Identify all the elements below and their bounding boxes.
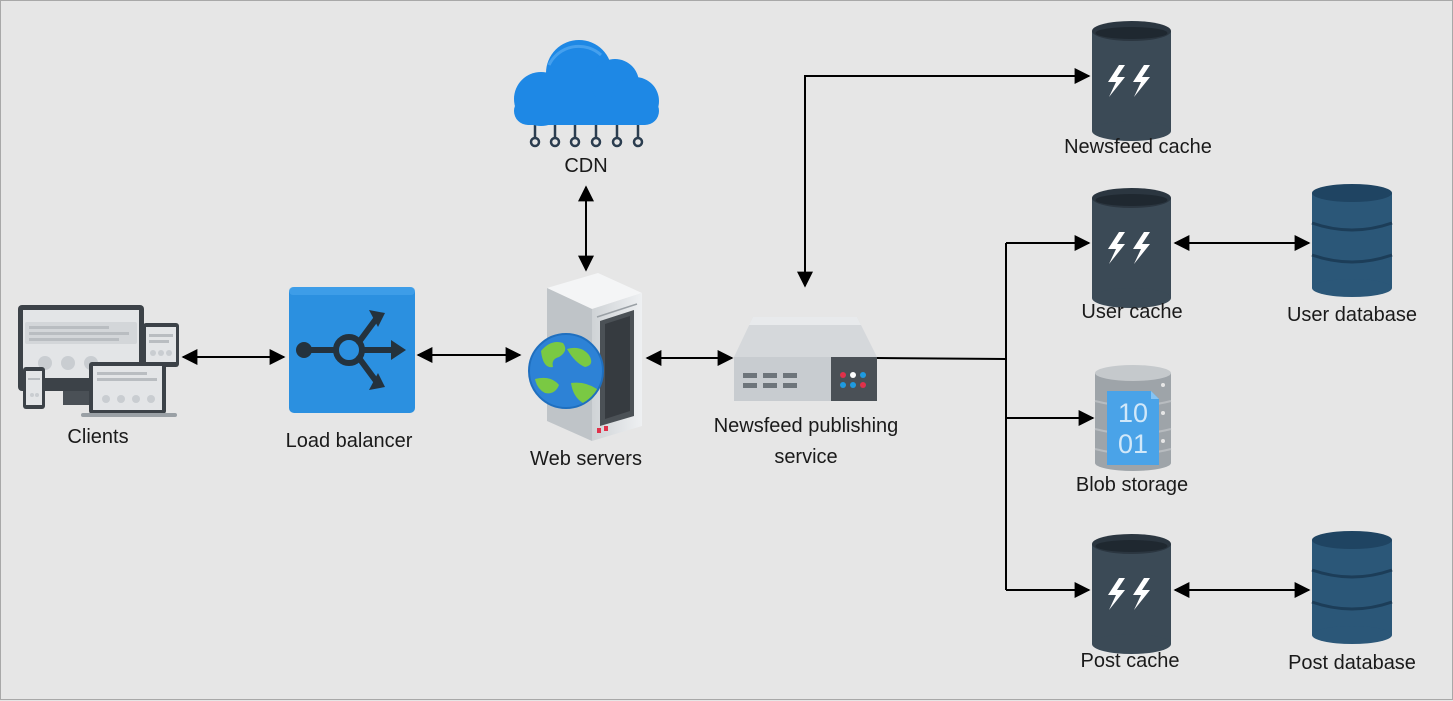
database-icon — [1311, 531, 1393, 644]
database-icon — [1311, 184, 1393, 297]
cache-icon — [1092, 534, 1171, 654]
web-servers-label: Web servers — [530, 448, 642, 470]
edge-publishing-trunk — [876, 357, 1007, 360]
blob-storage-label: Blob storage — [1075, 474, 1189, 496]
user-cache-label: User cache — [1081, 301, 1183, 323]
cache-icon — [1092, 188, 1171, 308]
cloud-icon — [514, 40, 659, 148]
publishing-service-label: Newsfeed publishing service — [713, 415, 899, 468]
devices-icon — [18, 305, 179, 417]
user-database-label: User database — [1286, 304, 1418, 326]
clients-label: Clients — [67, 426, 129, 448]
edge-publishing-newsfeedcache — [797, 68, 1091, 288]
svg-text:01: 01 — [1118, 429, 1148, 459]
web-server-icon — [528, 273, 642, 441]
cdn-label: CDN — [564, 155, 608, 177]
post-database-label: Post database — [1288, 652, 1416, 674]
server-rack-icon — [734, 317, 877, 401]
edges — [181, 68, 1311, 598]
load-balancer-icon — [289, 287, 415, 413]
load-balancer-label: Load balancer — [285, 430, 413, 452]
blob-storage-icon: 10 01 — [1094, 365, 1172, 471]
svg-text:10: 10 — [1118, 398, 1148, 428]
cache-icon — [1092, 21, 1171, 141]
post-cache-label: Post cache — [1080, 650, 1180, 672]
newsfeed-cache-label: Newsfeed cache — [1064, 136, 1212, 158]
